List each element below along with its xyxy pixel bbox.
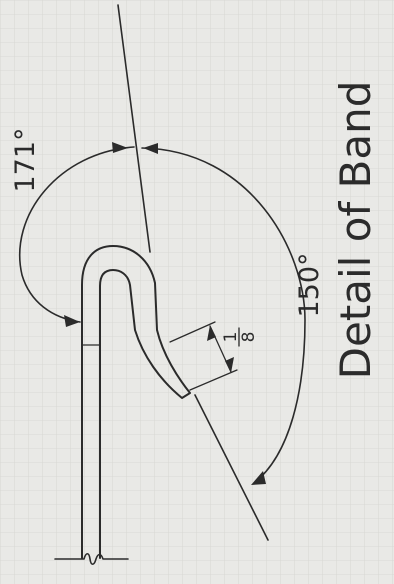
- gap-fraction-denominator: 8: [239, 332, 259, 343]
- arrowhead-171-bottom: [64, 315, 80, 327]
- angle-label-150: 150°: [294, 252, 325, 317]
- arrowhead-171-top: [112, 142, 128, 153]
- angle-arc-171: [19, 146, 135, 323]
- angle-arc-150: [141, 147, 306, 484]
- arrowhead-150-top: [143, 143, 158, 154]
- drawing-title: Detail of Band: [331, 81, 380, 380]
- upper-reference-line: [117, 4, 151, 253]
- gap-dimension: [169, 321, 238, 391]
- angle-label-171: 171°: [10, 127, 41, 192]
- arrowhead-150-bottom: [251, 471, 266, 485]
- gap-fraction-numerator: 1: [221, 332, 241, 343]
- break-symbol: [54, 552, 129, 566]
- band-outline: [81, 245, 191, 559]
- lower-reference-line: [194, 394, 269, 541]
